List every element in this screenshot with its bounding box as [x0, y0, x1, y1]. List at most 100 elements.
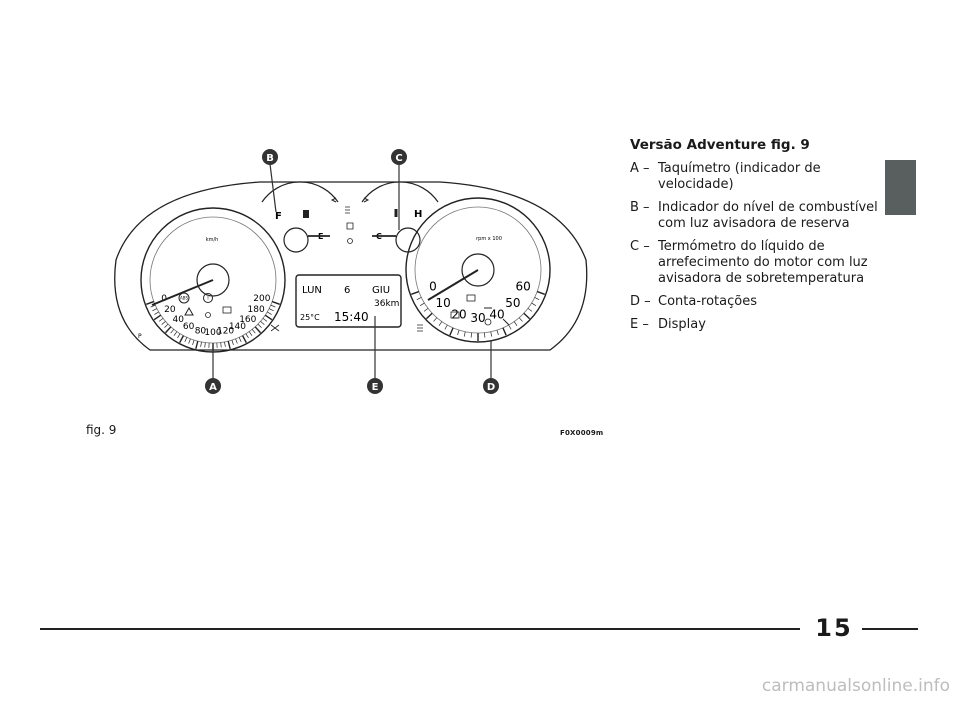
tacho-label: 50	[505, 296, 520, 310]
page-number: 15	[815, 614, 853, 642]
speedo-tick	[224, 341, 226, 347]
section-title: Versão Adventure fig. 9	[630, 137, 810, 153]
temp-hot-label: H	[414, 209, 422, 220]
tacho-tick	[411, 290, 420, 295]
speedo-tick	[220, 342, 222, 348]
parking-light-icon: P	[138, 333, 142, 340]
speedo-tick	[231, 339, 234, 345]
tacho-tick	[457, 329, 460, 335]
tacho-tick	[463, 331, 466, 337]
temperature-gauge: H C	[361, 181, 439, 253]
tacho-label: 30	[470, 311, 485, 325]
figure-code: F0X0009m	[560, 429, 604, 437]
cluster-bezel	[114, 181, 588, 351]
tacho-tick	[496, 329, 499, 335]
speedo-tick	[192, 339, 195, 345]
tacho-tick	[470, 332, 472, 338]
speedo-needle	[151, 279, 214, 306]
high-beam-icon	[345, 206, 350, 214]
legend-entry-a: A –Taquímetro (indicador de velocidade)	[630, 161, 821, 192]
tacho-tick	[444, 324, 448, 330]
fuel-gauge: F E	[261, 181, 339, 253]
speedo-tick	[150, 304, 156, 308]
speedo-tick	[241, 335, 247, 344]
airbag-icon	[484, 318, 492, 326]
speedo-label: 160	[239, 315, 256, 325]
display-temperature: 25°C	[300, 313, 320, 322]
speedo-tick	[271, 300, 280, 305]
svg-text:C: C	[395, 153, 402, 164]
svg-text:A: A	[209, 382, 217, 393]
tacho-tick	[513, 321, 518, 326]
speedo-tick	[267, 311, 272, 315]
callout-C: C	[391, 149, 407, 230]
speedo-tick	[188, 338, 191, 344]
svg-text:E: E	[372, 382, 379, 393]
chapter-tab	[885, 160, 916, 215]
sidelights-icon	[347, 238, 353, 244]
hazard-icon	[184, 306, 194, 316]
speedo-tick	[152, 308, 158, 312]
fuel-full-label: F	[275, 211, 282, 222]
legend-entry-c: C –Termómetro do líquido de arrefeciment…	[630, 239, 868, 286]
speedo-label: 40	[172, 315, 184, 325]
tacho-label: 0	[429, 280, 437, 294]
legend-entry-b: B –Indicador do nível de combustível com…	[630, 200, 878, 231]
turn-left-icon	[330, 197, 337, 203]
figure-caption: fig. 9	[86, 423, 117, 437]
seatbelt-icon	[502, 318, 510, 326]
tacho-label: 40	[489, 307, 504, 321]
speedo-tick	[227, 340, 231, 350]
speedo-label: 20	[164, 305, 176, 315]
speedo-tick	[158, 318, 164, 322]
speedo-tick	[161, 321, 166, 325]
speedo-tick	[260, 321, 265, 325]
speedo-unit: km/h	[206, 237, 219, 243]
speedo-tick	[184, 337, 188, 343]
speedo-tick	[251, 329, 256, 334]
watermark: carmanualsonline.info	[761, 676, 950, 696]
speedo-tick	[270, 304, 276, 308]
footer-rule-right	[862, 628, 918, 630]
svg-text:P: P	[138, 333, 142, 340]
svg-text:D: D	[487, 382, 495, 393]
speedo-tick	[204, 342, 206, 348]
speedo-tick	[195, 340, 199, 350]
rear-fog-icon	[417, 324, 423, 332]
tacho-label: 10	[435, 296, 450, 310]
engine-icon	[450, 311, 460, 319]
tacho-tick	[536, 290, 545, 295]
speedo-tick	[238, 337, 242, 343]
tacho-tick	[423, 308, 429, 312]
speedo-tick	[235, 338, 238, 344]
speedo-tick	[153, 314, 162, 321]
low-beam-icon	[346, 222, 354, 230]
glow-plug-icon	[205, 312, 211, 318]
lcd-display: LUN 6 GIU 36km 25°C 15:40	[295, 274, 402, 328]
svg-text:B: B	[266, 153, 274, 164]
speedo-tick	[268, 308, 274, 312]
tacho-tick	[490, 331, 493, 337]
tacho-tick	[534, 297, 540, 300]
tacho-tick	[508, 324, 512, 330]
speedo-tick	[200, 341, 202, 347]
svg-text:ABS: ABS	[180, 296, 188, 301]
coolant-temp-icon	[394, 209, 398, 217]
speedo-tick	[245, 333, 249, 339]
tacho-tick	[523, 312, 531, 320]
speedo-tick	[179, 335, 185, 344]
tacho-tick	[433, 317, 438, 322]
tacho-tick	[484, 332, 486, 338]
tacho-tick	[425, 312, 433, 320]
speedo-tick	[248, 331, 253, 336]
speedo-tick	[264, 314, 273, 321]
brake-icon: !	[203, 293, 213, 303]
tacho-tick	[531, 302, 537, 306]
legend-entry-e: E –Display	[630, 317, 706, 332]
display-month: GIU	[372, 285, 390, 296]
tacho-unit: rpm x 100	[476, 236, 502, 242]
speedo-tick	[154, 311, 159, 315]
speedo-label: 200	[253, 294, 270, 304]
